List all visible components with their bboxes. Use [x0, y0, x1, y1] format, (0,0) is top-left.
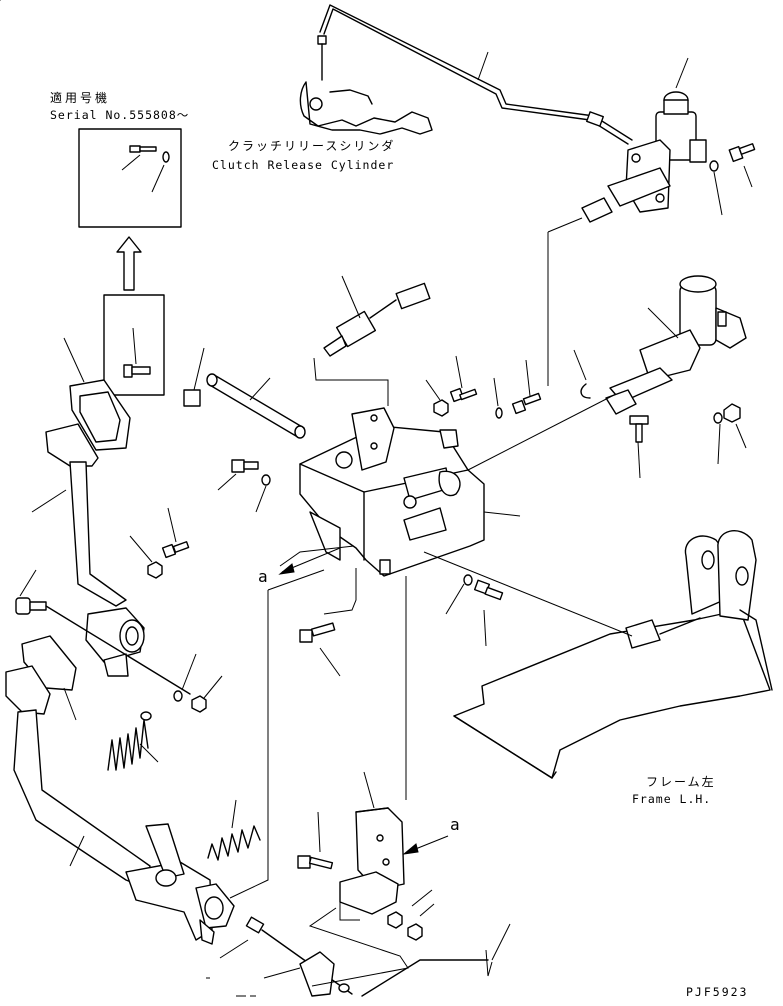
right-side-washer-icon	[463, 574, 473, 586]
frame-lh-en-label: Frame L.H.	[632, 792, 711, 806]
clutch-pedal	[45, 379, 131, 607]
clutch-release-cylinder-en-label: Clutch Release Cylinder	[212, 158, 394, 172]
shaft-washer-icon	[173, 690, 183, 702]
center-lower-bolt-icon	[299, 622, 336, 643]
clutch-switch	[323, 282, 431, 357]
mid-nut-icon	[433, 399, 449, 417]
frame-lh-jp-label: フレーム左	[646, 774, 716, 789]
upper-master-cylinder	[581, 91, 707, 223]
cotter-pin-icon	[580, 383, 591, 399]
return-spring-lower	[207, 825, 261, 861]
serial-number-label: Serial No.555808～	[50, 108, 189, 122]
bottom-clevis	[245, 916, 353, 997]
view-a-upper-label: a	[258, 567, 268, 586]
clutch-release-cylinder	[299, 35, 433, 135]
pivot-shaft	[206, 373, 306, 439]
lower-master-cylinder	[605, 275, 747, 415]
view-a-lower-label: a	[450, 815, 460, 834]
inset-washer-icon	[162, 151, 170, 163]
applicable-serial-jp-label: 適用号機	[50, 90, 110, 105]
mid-washer-icon	[495, 407, 503, 419]
pivot-bushing	[85, 607, 145, 677]
lower-washer-icon	[713, 412, 723, 424]
lower-bracket	[339, 807, 405, 915]
upper-washer-icon	[709, 160, 719, 172]
inset-bolt-icon	[129, 145, 157, 153]
old-bolt-icon	[123, 364, 151, 378]
left-bracket-bolt-icon	[231, 459, 259, 473]
frame-lh	[453, 530, 773, 779]
right-side-bolt-icon	[473, 579, 504, 601]
left-bracket-washer-icon	[261, 474, 271, 486]
small-plate-icon	[183, 389, 201, 407]
lower-bracket-nut-a-icon	[387, 911, 403, 929]
drawing-code: PJF5923	[686, 985, 748, 999]
pedal-bolt-icon	[161, 541, 190, 559]
return-spring-upper	[107, 711, 152, 771]
hydraulic-pipe	[319, 4, 633, 145]
serial-old-box	[103, 294, 165, 396]
serial-inset-box	[78, 128, 182, 228]
view-a-lower-arrow	[402, 835, 449, 855]
clutch-release-cylinder-jp-label: クラッチリリースシリンダ	[228, 138, 395, 153]
right-bracket-bolt-icon	[511, 392, 542, 415]
pedal-nut-icon	[147, 561, 163, 579]
lower-nut-icon	[723, 403, 741, 423]
brake-pedal	[5, 635, 235, 945]
lower-pin-icon	[629, 415, 649, 443]
upper-right-bolt-icon	[728, 143, 756, 163]
lower-bracket-nut-b-icon	[407, 923, 423, 941]
lower-bracket-bolt-icon	[297, 855, 334, 870]
arrow-up-icon	[116, 236, 142, 291]
pedal-shaft-bolt-icon	[15, 597, 47, 615]
view-a-upper-arrow	[278, 547, 341, 575]
pedal-bracket	[299, 407, 485, 577]
mid-bolt-icon	[449, 387, 478, 403]
shaft-nut-icon	[191, 695, 207, 713]
